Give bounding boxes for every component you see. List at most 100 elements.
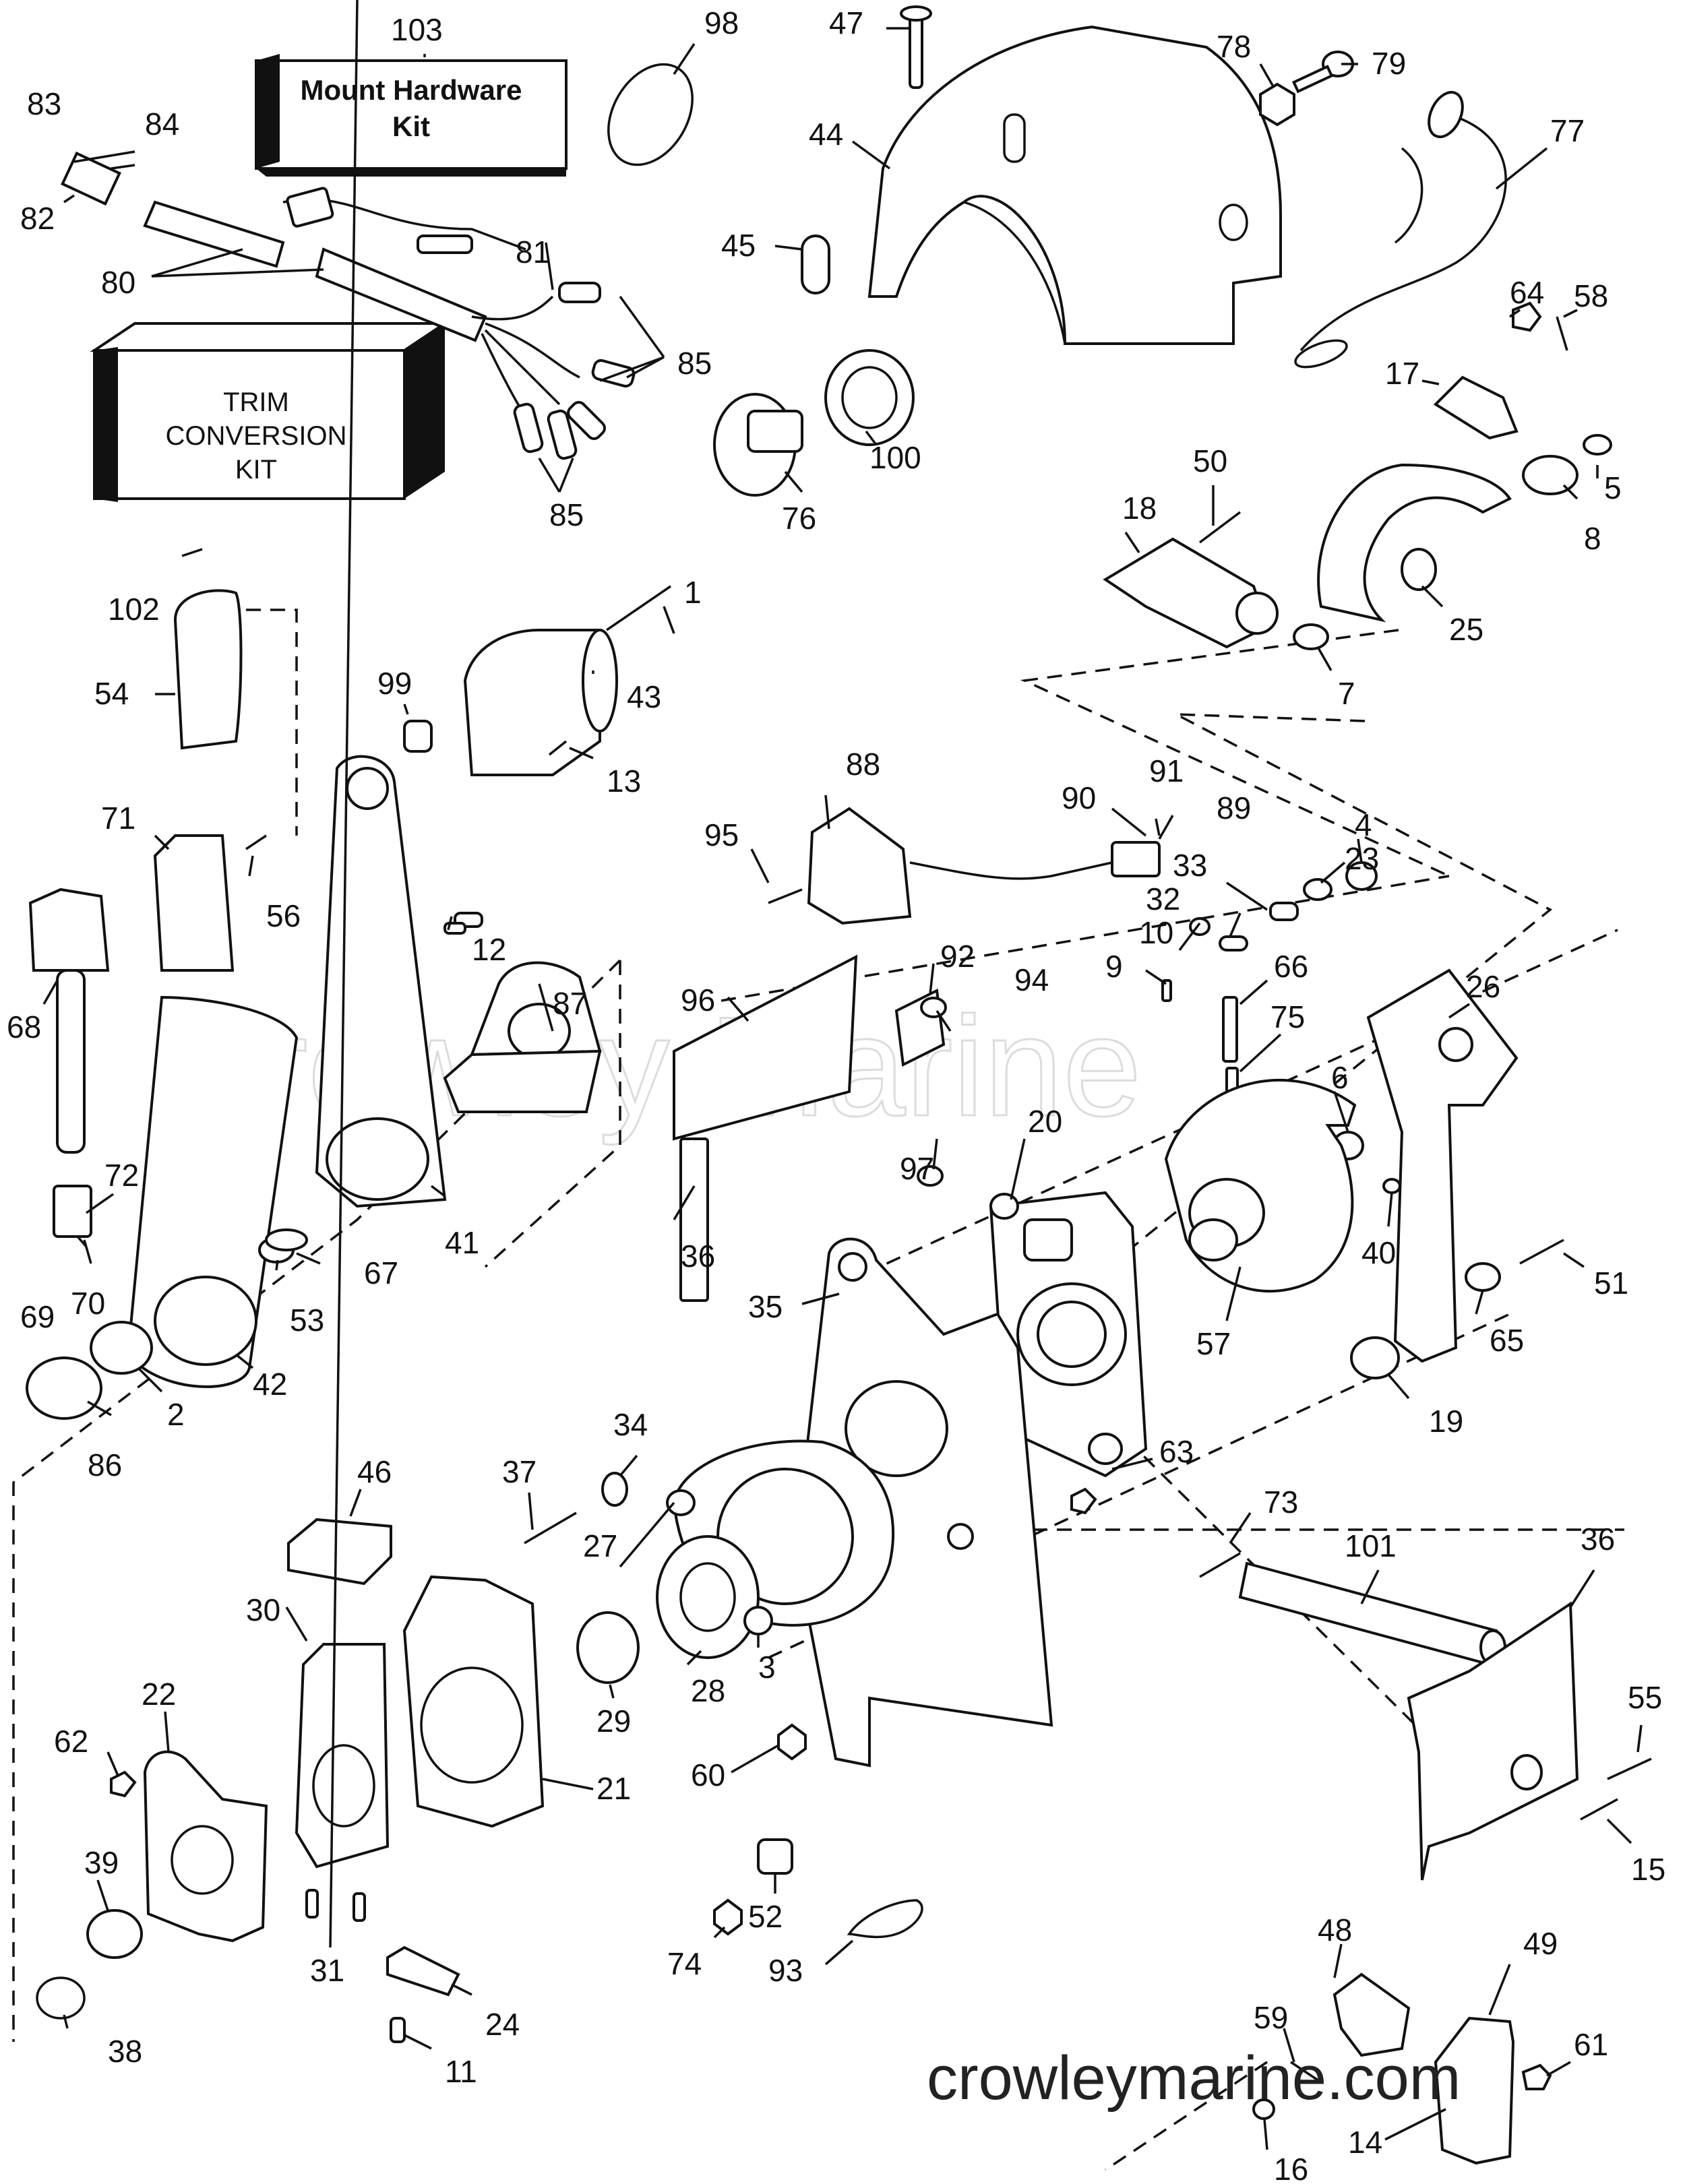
part-label-57: 57 [1196,1326,1231,1361]
part-label-34: 34 [613,1407,648,1442]
parts-illustrations [26,5,1652,2165]
part-label-27: 27 [583,1528,617,1563]
part-label-11: 11 [445,2054,477,2089]
part-label-94: 94 [1014,962,1049,997]
part-label-3: 3 [758,1650,776,1685]
part-label-31: 31 [310,1953,344,1988]
part-label-49: 49 [1523,1926,1558,1961]
part-number-labels: 1234567891011121314151617181920212223242… [7,5,1665,2184]
part-label-33: 33 [1173,848,1207,883]
watermark-text: Crowley Marine [158,987,1142,1146]
part-label-45: 45 [721,228,756,263]
part-label-67: 67 [364,1255,398,1290]
part-label-78: 78 [1217,29,1251,64]
part-label-88: 88 [846,747,880,782]
part-label-26: 26 [1466,969,1500,1004]
part-label-77: 77 [1550,113,1585,148]
part-label-42: 42 [253,1367,287,1402]
part-label-79: 79 [1372,46,1406,81]
part-label-92: 92 [940,939,975,974]
part-label-36-lower: 36 [1581,1522,1615,1557]
part-label-87: 87 [553,986,587,1021]
part-label-43: 43 [627,679,661,714]
part-label-46: 46 [357,1454,392,1489]
trim-conversion-kit-box: TRIM CONVERSION KIT [90,322,450,502]
part-label-72: 72 [104,1158,139,1193]
part-label-59: 59 [1254,2000,1288,2035]
part-label-66: 66 [1274,949,1308,984]
part-label-16: 16 [1274,2152,1308,2184]
part-label-56: 56 [266,898,301,933]
part-label-28: 28 [691,1673,725,1708]
part-label-102: 102 [108,592,160,627]
part-label-47: 47 [829,5,863,40]
part-label-61: 61 [1574,2027,1608,2062]
part-label-90: 90 [1062,780,1096,815]
part-label-10: 10 [1139,915,1173,950]
part-label-85: 85 [677,346,712,381]
part-label-100: 100 [869,440,921,475]
part-label-74: 74 [667,1946,702,1981]
part-label-4: 4 [1355,807,1372,842]
part-label-65: 65 [1490,1323,1524,1358]
part-label-25: 25 [1449,612,1483,647]
part-label-95: 95 [704,817,739,852]
part-label-30: 30 [246,1592,280,1627]
mount-hardware-kit-label-line2: Kit [392,111,430,142]
part-label-17: 17 [1385,356,1419,391]
part-label-41: 41 [445,1225,479,1260]
part-label-23: 23 [1345,841,1379,876]
part-label-12: 12 [472,932,506,967]
part-label-44: 44 [809,117,843,152]
part-label-6: 6 [1331,1060,1349,1095]
part-label-76: 76 [782,501,816,536]
part-label-58: 58 [1574,278,1608,313]
part-label-53: 53 [290,1303,324,1338]
part-label-2: 2 [167,1397,185,1432]
part-label-5: 5 [1604,470,1622,505]
part-label-69: 69 [20,1299,55,1334]
part-label-99: 99 [377,666,412,701]
part-label-52: 52 [748,1899,783,1934]
part-label-82: 82 [20,201,55,236]
part-label-14: 14 [1348,2125,1382,2160]
part-label-62: 62 [54,1724,88,1759]
part-label-20: 20 [1028,1104,1062,1139]
part-label-93: 93 [768,1953,803,1988]
part-label-101: 101 [1345,1528,1397,1563]
part-label-36: 36 [681,1239,715,1274]
part-label-97: 97 [900,1151,934,1186]
part-label-75: 75 [1270,999,1305,1034]
part-label-63: 63 [1159,1434,1194,1469]
mount-hardware-kit-label-line1: Mount Hardware [300,74,522,106]
footer-watermark: crowleymarine.com [927,2044,1461,2113]
part-label-96: 96 [681,982,715,1018]
part-label-50: 50 [1193,443,1227,478]
part-label-40: 40 [1361,1235,1396,1270]
part-label-1: 1 [684,575,702,610]
part-label-81: 81 [516,235,550,270]
part-label-51: 51 [1594,1266,1628,1301]
part-label-24: 24 [485,2007,520,2042]
part-label-70: 70 [71,1286,105,1321]
part-label-48: 48 [1318,1912,1352,1947]
part-label-8: 8 [1584,521,1601,556]
part-label-60: 60 [691,1757,725,1792]
part-label-89: 89 [1217,790,1251,825]
part-label-15: 15 [1631,1852,1665,1887]
part-label-91: 91 [1149,753,1184,788]
part-label-103: 103 [391,12,443,47]
part-label-73: 73 [1264,1485,1298,1520]
part-label-19: 19 [1429,1404,1463,1439]
part-label-80: 80 [101,265,135,300]
part-label-7: 7 [1338,676,1355,711]
part-label-71: 71 [101,801,135,836]
part-label-98: 98 [704,5,739,40]
part-label-32: 32 [1146,881,1180,916]
part-label-68: 68 [7,1009,41,1044]
part-label-86: 86 [88,1447,122,1483]
part-label-18: 18 [1122,491,1157,526]
trim-conversion-kit-label-line3: KIT [235,455,277,485]
